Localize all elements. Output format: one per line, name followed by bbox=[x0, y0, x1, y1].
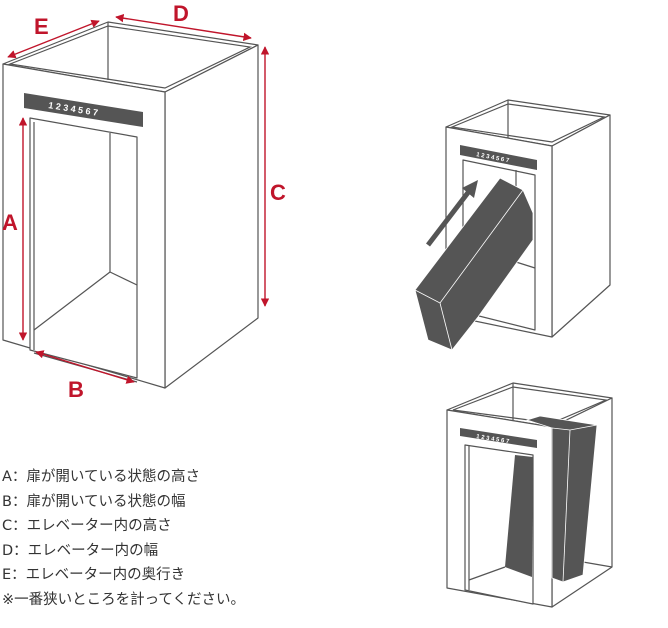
dimension-e-arrow bbox=[7, 19, 100, 59]
label-b: B bbox=[68, 377, 84, 402]
label-d: D bbox=[173, 1, 189, 26]
insert-direction-arrow-icon bbox=[462, 180, 478, 198]
legend-item-c: C：エレベーター内の高さ bbox=[2, 518, 172, 534]
package-box bbox=[525, 415, 598, 583]
package-box-back bbox=[505, 455, 533, 577]
dimension-d-arrow bbox=[115, 14, 252, 41]
legend-item-d: D：エレベーター内の幅 bbox=[2, 542, 159, 559]
floor-indicator-numbers: 1 2 3 4 5 6 7 bbox=[476, 434, 511, 445]
legend-item-b: B：扉が開いている状態の幅 bbox=[2, 493, 186, 510]
legend-item-e: E：エレベーター内の奥行き bbox=[2, 567, 186, 583]
package-box bbox=[414, 177, 534, 351]
elevator-insert-illustration: 1 2 3 4 5 6 7 bbox=[414, 99, 611, 351]
label-e: E bbox=[34, 14, 49, 39]
floor-indicator bbox=[460, 428, 537, 448]
label-a: A bbox=[2, 210, 18, 235]
label-c: C bbox=[270, 180, 286, 205]
floor-indicator bbox=[460, 145, 537, 170]
legend-item-a: A：扉が開いている状態の高さ bbox=[2, 469, 200, 485]
arrow-shaft bbox=[426, 188, 472, 247]
dimension-arrows: E D C A B bbox=[2, 1, 286, 402]
elevator-placed-illustration: 1 2 3 4 5 6 7 bbox=[446, 382, 613, 608]
floor-indicator bbox=[24, 93, 143, 127]
legend-note: ※一番狭いところを計ってください。 bbox=[2, 591, 245, 608]
main-elevator: 1 2 3 4 5 6 7 bbox=[2, 21, 259, 389]
dimension-b-arrow bbox=[35, 350, 135, 384]
legend: A：扉が開いている状態の高さ B：扉が開いている状態の幅 C：エレベーター内の高… bbox=[2, 465, 245, 612]
